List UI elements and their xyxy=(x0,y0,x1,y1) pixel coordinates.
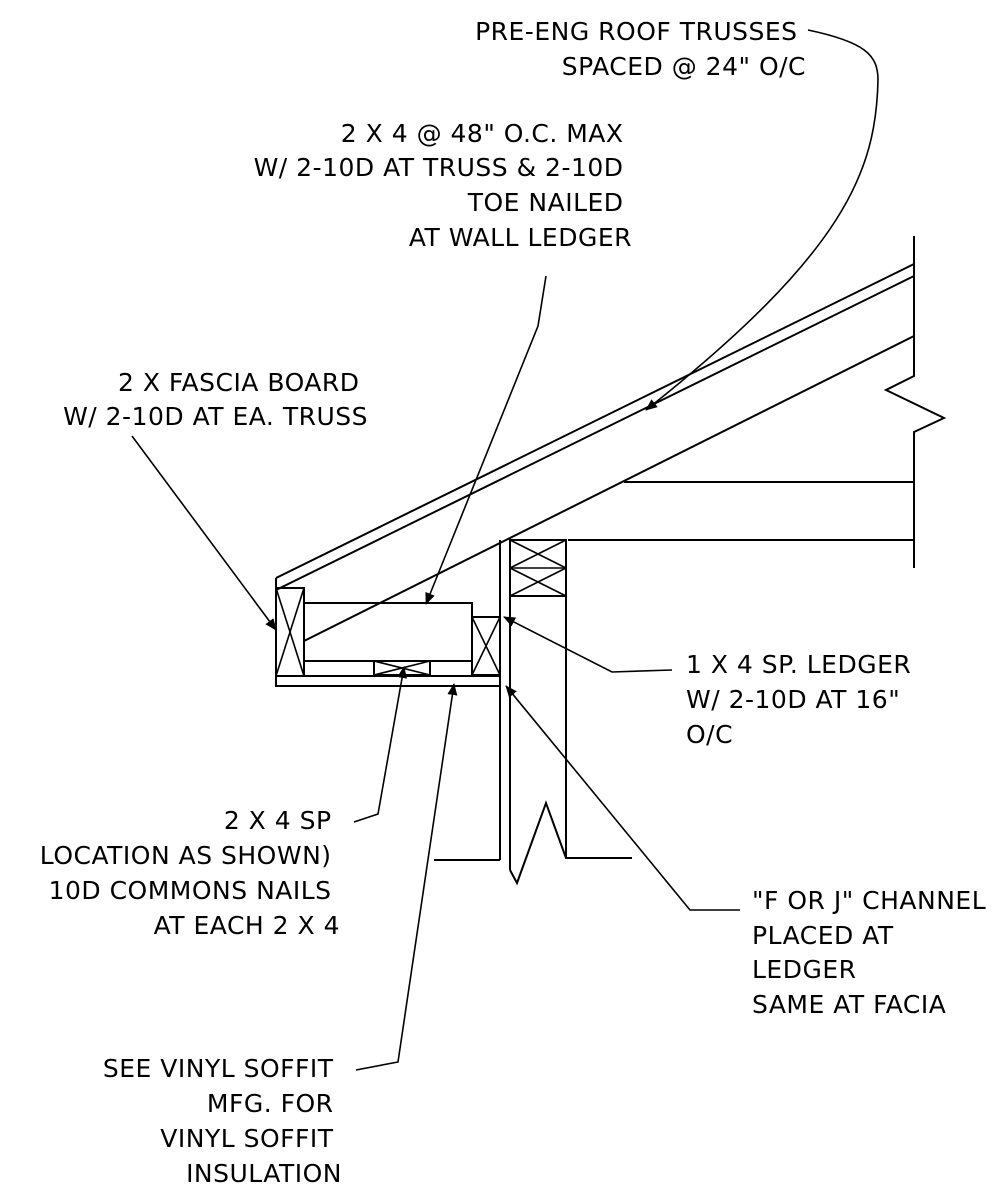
callout-line: W/ 2-10D AT TRUSS & 2-10D xyxy=(254,153,624,182)
callout-blocking: 2 X 4 @ 48" O.C. MAX W/ 2-10D AT TRUSS &… xyxy=(254,119,632,252)
callout-line: 2 X FASCIA BOARD xyxy=(118,368,360,397)
callout-line: O/C xyxy=(686,720,733,749)
leader-soffit xyxy=(355,683,458,1071)
callout-line: 10D COMMONS NAILS xyxy=(49,876,332,905)
callout-line: 2 X 4 SP xyxy=(224,806,332,835)
wall-break-line xyxy=(434,800,632,886)
leader-fascia xyxy=(131,435,277,631)
wall-section xyxy=(499,540,567,870)
callout-line: MFG. FOR xyxy=(207,1089,334,1118)
callout-line: LOCATION AS SHOWN) xyxy=(40,841,332,870)
roof-truss-rafter xyxy=(275,263,915,642)
leader-ledger xyxy=(503,616,673,673)
callout-line: INSULATION xyxy=(186,1159,342,1188)
callout-line: AT EACH 2 X 4 xyxy=(154,911,340,940)
callout-line: SAME AT FACIA xyxy=(752,990,946,1019)
callout-channel: "F OR J" CHANNEL PLACED AT LEDGER SAME A… xyxy=(752,886,995,1019)
callout-line: PRE-ENG ROOF TRUSSES xyxy=(475,17,797,46)
callout-line: SEE VINYL SOFFIT xyxy=(103,1054,334,1083)
truss-bottom-chord xyxy=(568,481,914,541)
leader-blocking xyxy=(425,275,547,605)
callout-line: W/ 2-10D AT EA. TRUSS xyxy=(63,402,368,431)
callout-line: SPACED @ 24" O/C xyxy=(562,52,806,81)
vinyl-soffit xyxy=(275,675,501,687)
callout-line: W/ 2-10D AT 16" xyxy=(686,685,900,714)
callout-line: 1 X 4 SP. LEDGER xyxy=(686,650,911,679)
callout-line: PLACED AT xyxy=(752,921,894,950)
sp-nailer-2x4 xyxy=(373,660,431,676)
callout-sp-nailer: 2 X 4 SP LOCATION AS SHOWN) 10D COMMONS … xyxy=(40,806,340,940)
callout-trusses: PRE-ENG ROOF TRUSSES SPACED @ 24" O/C xyxy=(475,17,806,81)
blocking-2x4 xyxy=(303,602,473,662)
callout-fascia: 2 X FASCIA BOARD W/ 2-10D AT EA. TRUSS xyxy=(63,368,368,431)
callout-line: TOE NAILED xyxy=(467,188,624,217)
leader-sp-nailer xyxy=(353,666,408,823)
leader-channel xyxy=(505,685,740,911)
callout-ledger: 1 X 4 SP. LEDGER W/ 2-10D AT 16" O/C xyxy=(686,650,920,749)
callout-line: VINYL SOFFIT xyxy=(160,1124,334,1153)
wall-top-plate xyxy=(509,539,567,597)
wall-ledger-1x4 xyxy=(471,616,501,676)
callout-soffit: SEE VINYL SOFFIT MFG. FOR VINYL SOFFIT I… xyxy=(103,1054,342,1188)
callout-line: "F OR J" CHANNEL xyxy=(752,886,986,915)
roof-break-line xyxy=(883,236,947,568)
callout-line: 2 X 4 @ 48" O.C. MAX xyxy=(341,119,624,148)
callout-line: AT WALL LEDGER xyxy=(409,223,632,252)
leader-trusses xyxy=(645,29,879,411)
callout-line: LEDGER xyxy=(752,955,857,984)
fascia-board xyxy=(275,587,305,677)
